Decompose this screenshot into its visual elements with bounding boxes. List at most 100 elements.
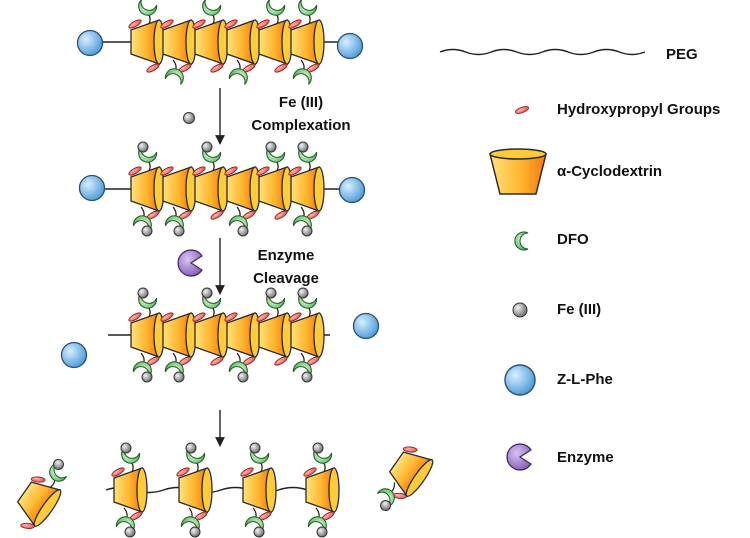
cyclodextrin-icon xyxy=(305,467,340,513)
dfo-icon xyxy=(115,516,135,533)
fe-icon xyxy=(265,141,277,153)
hydroxypropyl-icon xyxy=(288,166,302,176)
dfo-icon xyxy=(298,146,318,163)
cyclodextrin-unit xyxy=(176,442,213,538)
dfo-icon xyxy=(138,0,158,16)
z-l-phe-icon xyxy=(338,176,366,204)
cyclodextrin-icon xyxy=(226,19,261,65)
fe-icon xyxy=(297,287,309,299)
dethreaded-state xyxy=(16,442,434,538)
step1-label-line2: Complexation xyxy=(251,117,351,134)
fe-icon xyxy=(301,371,313,383)
enzyme-icon xyxy=(506,443,532,471)
hydroxypropyl-icon xyxy=(160,166,174,176)
fe-icon xyxy=(249,442,261,454)
dfo-icon xyxy=(202,292,222,309)
dfo-icon xyxy=(186,447,206,464)
hydroxypropyl-icon xyxy=(224,312,238,322)
hydroxypropyl-icon xyxy=(111,467,125,477)
fe-icon xyxy=(312,442,324,454)
cyclodextrin-icon xyxy=(130,312,165,358)
dfo-icon xyxy=(250,447,270,464)
dfo-icon xyxy=(164,68,184,85)
z-l-phe-icon xyxy=(78,174,106,202)
fe-icon xyxy=(52,458,64,470)
legend-label-enzyme: Enzyme xyxy=(557,449,614,466)
fe-icon xyxy=(189,526,201,538)
fe-icon xyxy=(237,371,249,383)
hydroxypropyl-icon xyxy=(256,166,270,176)
free-cyclodextrin-right xyxy=(376,446,434,512)
rotaxane-initial xyxy=(76,0,364,85)
dfo-icon xyxy=(298,292,318,309)
cyclodextrin-unit xyxy=(256,0,293,73)
cyclodextrin-icon xyxy=(290,166,325,212)
dfo-icon xyxy=(164,361,184,378)
dfo-icon xyxy=(132,361,152,378)
cyclodextrin-unit xyxy=(128,0,165,73)
cyclodextrin-unit xyxy=(288,287,325,383)
dfo-icon xyxy=(298,0,318,16)
cyclodextrin-unit xyxy=(160,19,197,85)
fe-icon xyxy=(173,371,185,383)
hydroxypropyl-icon xyxy=(128,166,142,176)
hydroxypropyl-icon xyxy=(303,467,317,477)
cyclodextrin-unit xyxy=(192,0,229,73)
dfo-icon xyxy=(180,516,200,533)
cyclodextrin-icon xyxy=(226,166,261,212)
cyclodextrin-unit xyxy=(128,141,165,237)
cyclodextrin-icon xyxy=(194,19,229,65)
hydroxypropyl-icon xyxy=(402,446,418,453)
hydroxypropyl-icon xyxy=(256,312,270,322)
cyclodextrin-icon xyxy=(242,467,277,513)
dfo-icon xyxy=(202,0,222,16)
dfo-icon xyxy=(228,361,248,378)
dfo-icon xyxy=(313,447,333,464)
legend-z-l-phe-icon xyxy=(504,364,536,396)
cyclodextrin-unit xyxy=(128,287,165,383)
hydroxypropyl-icon xyxy=(224,166,238,176)
cyclodextrin-icon xyxy=(130,19,165,65)
hydroxypropyl-icon xyxy=(30,476,46,483)
cyclodextrin-unit xyxy=(256,141,293,220)
fe-icon xyxy=(141,371,153,383)
cyclodextrin-icon xyxy=(113,467,148,513)
step1-label-line1: Fe (III) xyxy=(278,94,324,111)
cyclodextrin-unit xyxy=(160,312,197,383)
dfo-icon xyxy=(244,516,264,533)
fe-icon xyxy=(141,225,153,237)
dfo-icon xyxy=(49,462,68,482)
hydroxypropyl-icon xyxy=(288,19,302,29)
hydroxypropyl-icon xyxy=(192,19,206,29)
cyclodextrin-icon xyxy=(16,481,62,528)
hydroxypropyl-icon xyxy=(240,467,254,477)
fe-icon xyxy=(316,526,328,538)
cyclodextrin-unit xyxy=(224,19,261,85)
hydroxypropyl-icon xyxy=(288,312,302,322)
dfo-icon xyxy=(138,146,158,163)
fe-icon xyxy=(185,442,197,454)
hydroxypropyl-icon xyxy=(128,19,142,29)
dfo-icon xyxy=(266,146,286,163)
dfo-icon xyxy=(121,447,141,464)
hydroxypropyl-icon xyxy=(514,106,530,114)
dfo-icon xyxy=(228,215,248,232)
fe-icon xyxy=(201,141,213,153)
step2-label-line2: Cleavage xyxy=(253,270,319,287)
cyclodextrin-unit xyxy=(288,141,325,237)
legend xyxy=(439,48,646,471)
hydroxypropyl-icon xyxy=(128,312,142,322)
cyclodextrin-unit xyxy=(160,166,197,237)
cyclodextrin-unit xyxy=(288,0,325,85)
cyclodextrin-unit xyxy=(16,458,68,529)
fe-icon xyxy=(183,112,195,124)
z-l-phe-icon xyxy=(336,32,364,60)
dfo-icon xyxy=(202,146,222,163)
enzyme-icon xyxy=(177,249,203,277)
dfo-icon xyxy=(514,231,529,251)
dfo-icon xyxy=(266,292,286,309)
fe-icon xyxy=(512,302,528,318)
hydroxypropyl-icon xyxy=(160,19,174,29)
hydroxypropyl-icon xyxy=(224,19,238,29)
